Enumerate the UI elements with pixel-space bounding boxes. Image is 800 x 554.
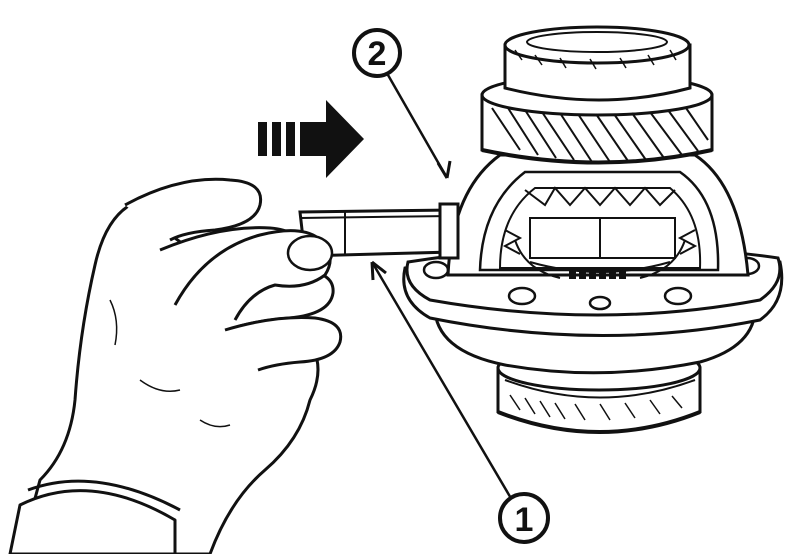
callout-1: 1: [498, 492, 550, 544]
callout-2: 2: [352, 28, 402, 78]
callout-label-1: 1: [515, 501, 534, 539]
differential-assembly: [402, 25, 784, 434]
hand: [8, 177, 343, 554]
direction-arrow: [258, 100, 364, 178]
callout-label-2: 2: [368, 35, 387, 73]
top-bearing: [503, 25, 692, 102]
internal-gears: [502, 186, 698, 279]
leader-lines: [370, 74, 514, 501]
